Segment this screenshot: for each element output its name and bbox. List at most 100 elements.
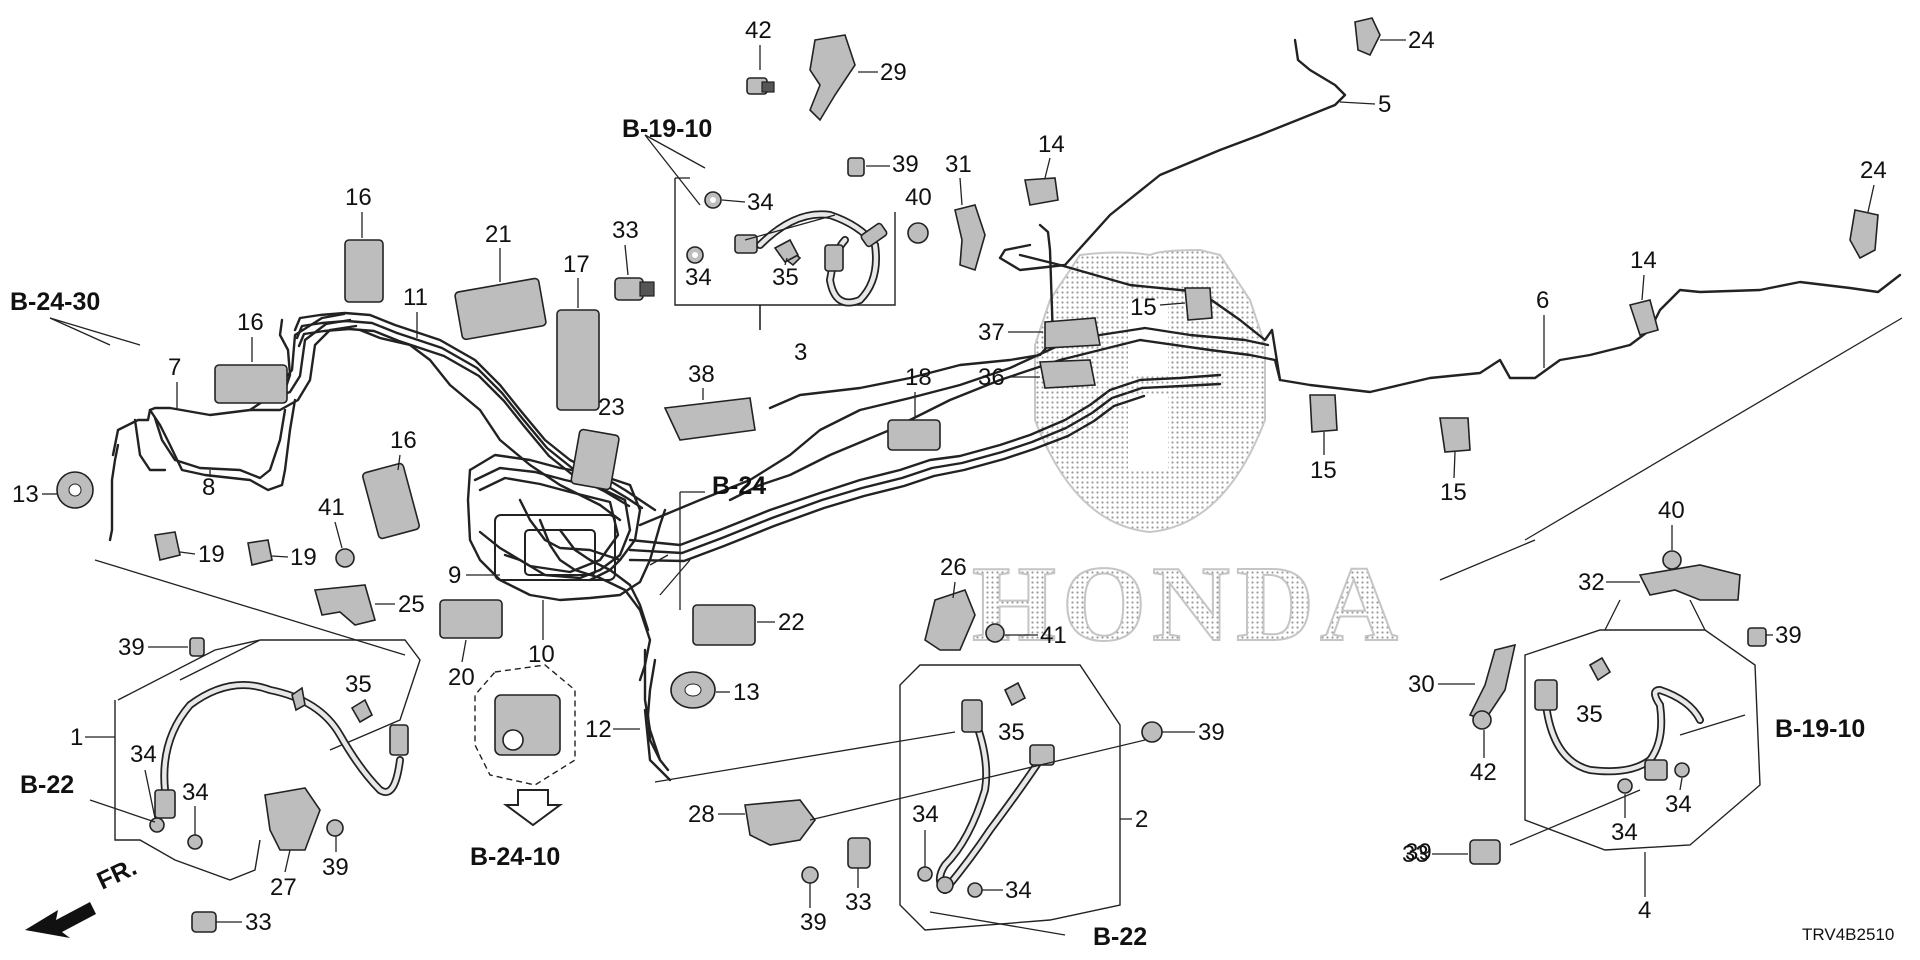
part-label: 34	[1611, 819, 1638, 846]
part-label: 42	[1470, 759, 1497, 786]
ref-b-22-left[interactable]: B-22	[20, 771, 74, 799]
part-label: 20	[448, 664, 475, 691]
clamp-16c-icon	[362, 462, 420, 540]
honda-wordmark-watermark: HONDA	[972, 545, 1404, 664]
part-label: 35	[772, 264, 799, 291]
part-label: 39	[892, 151, 919, 178]
bracket-32-icon	[1638, 564, 1741, 601]
clip-24-right-icon	[1849, 209, 1879, 260]
part-label: 21	[485, 221, 512, 248]
part-label: 33	[1402, 841, 1429, 868]
clamp-22-icon	[692, 604, 756, 646]
part-label: 24	[1860, 157, 1887, 184]
leader-lines	[49, 134, 1903, 936]
front-direction-arrow	[25, 902, 96, 938]
part-label: 30	[1408, 671, 1435, 698]
part-label: 25	[398, 591, 425, 618]
bolt-39d-icon	[801, 866, 819, 884]
part-label: 35	[998, 719, 1025, 746]
part-label: 15	[1130, 294, 1157, 321]
clamp-16a-icon	[344, 239, 384, 303]
part-label: 3	[794, 339, 807, 366]
part-label: 33	[612, 217, 639, 244]
ref-b-19-10-top[interactable]: B-19-10	[622, 115, 712, 143]
clip-15b-icon	[1309, 394, 1338, 433]
part-label: 13	[12, 481, 39, 508]
part-label: 39	[322, 854, 349, 881]
part-label: 2	[1135, 806, 1148, 833]
diagram-code: TRV4B2510	[1802, 925, 1894, 944]
group-box-2	[899, 664, 1121, 931]
clip-24-icon	[1354, 17, 1381, 57]
brake-pipe-6	[1018, 253, 1902, 394]
bolt-41a-icon	[335, 548, 355, 568]
clip-15a-icon	[1184, 287, 1213, 321]
clip-35-top-icon	[773, 238, 800, 264]
clamp-36-icon	[1039, 359, 1096, 389]
part-label: 34	[1665, 791, 1692, 818]
bracket-31-icon	[954, 204, 986, 272]
part-label: 14	[1630, 247, 1657, 274]
clamp-16b-icon	[214, 364, 288, 404]
clamp-20-icon	[439, 599, 503, 639]
part-label: 11	[403, 284, 428, 311]
b-24-10-arrow-icon	[502, 789, 564, 827]
part-label: 29	[880, 59, 907, 86]
part-label: 15	[1310, 457, 1337, 484]
bolt-39-top-icon	[847, 157, 865, 177]
brake-pipe-7	[108, 443, 120, 542]
clamp-18-icon	[887, 419, 941, 451]
part-label: 42	[745, 17, 772, 44]
ref-b-24[interactable]: B-24	[712, 472, 766, 500]
bolt-42-icon	[746, 77, 775, 95]
part-label: 38	[688, 361, 715, 388]
part-label: 31	[945, 151, 972, 178]
clip-14-right-icon	[1628, 299, 1659, 336]
clamp-21-icon	[454, 277, 547, 341]
bolt-41b-icon	[985, 623, 1005, 643]
part-label: 39	[1775, 622, 1802, 649]
abs-modulator-unit	[474, 664, 576, 786]
bracket-30-icon	[1468, 643, 1517, 721]
part-label: 9	[448, 562, 461, 589]
bracket-27-icon	[264, 787, 321, 851]
part-label: 26	[940, 554, 967, 581]
part-label: 1	[70, 724, 83, 751]
bolt-39b-icon	[1747, 627, 1767, 647]
part-label: 28	[688, 801, 715, 828]
part-label: 32	[1578, 569, 1605, 596]
part-label: 17	[563, 251, 590, 278]
clamp-38-icon	[663, 397, 756, 441]
part-label: 39	[1405, 839, 1432, 866]
bolt-42b-icon	[1472, 710, 1492, 730]
ref-b-24-30[interactable]: B-24-30	[10, 288, 100, 316]
group-box-1	[114, 639, 421, 881]
bracket-28-icon	[744, 799, 816, 846]
part-label: 33	[845, 889, 872, 916]
bolt-39e-icon	[1141, 721, 1163, 743]
part-label: 27	[270, 874, 297, 901]
bracket-29-icon	[809, 34, 856, 122]
part-label: 19	[290, 544, 317, 571]
clamp-23-icon	[570, 428, 620, 491]
part-label: 6	[1536, 287, 1549, 314]
part-label: 16	[390, 427, 417, 454]
bolt-39a-left-icon	[189, 637, 205, 657]
part-label: 41	[1040, 622, 1067, 649]
part-label: 22	[778, 609, 805, 636]
bolt-39c-icon	[326, 819, 344, 837]
group-box-4	[1524, 599, 1761, 851]
brake-pipe-12	[643, 648, 670, 772]
part-label: 34	[130, 741, 157, 768]
ref-b-19-10-right[interactable]: B-19-10	[1775, 715, 1865, 743]
bolt-33b-icon	[191, 911, 217, 933]
ref-b-22-bottom[interactable]: B-22	[1093, 923, 1147, 951]
clip-19b-icon	[247, 539, 273, 566]
ref-b-24-10[interactable]: B-24-10	[470, 843, 560, 871]
bolt-33d-icon	[1469, 839, 1501, 865]
part-label: 34	[182, 779, 209, 806]
bolt-33c-icon	[847, 837, 871, 869]
part-label: 40	[905, 184, 932, 211]
part-label: 10	[528, 641, 555, 668]
